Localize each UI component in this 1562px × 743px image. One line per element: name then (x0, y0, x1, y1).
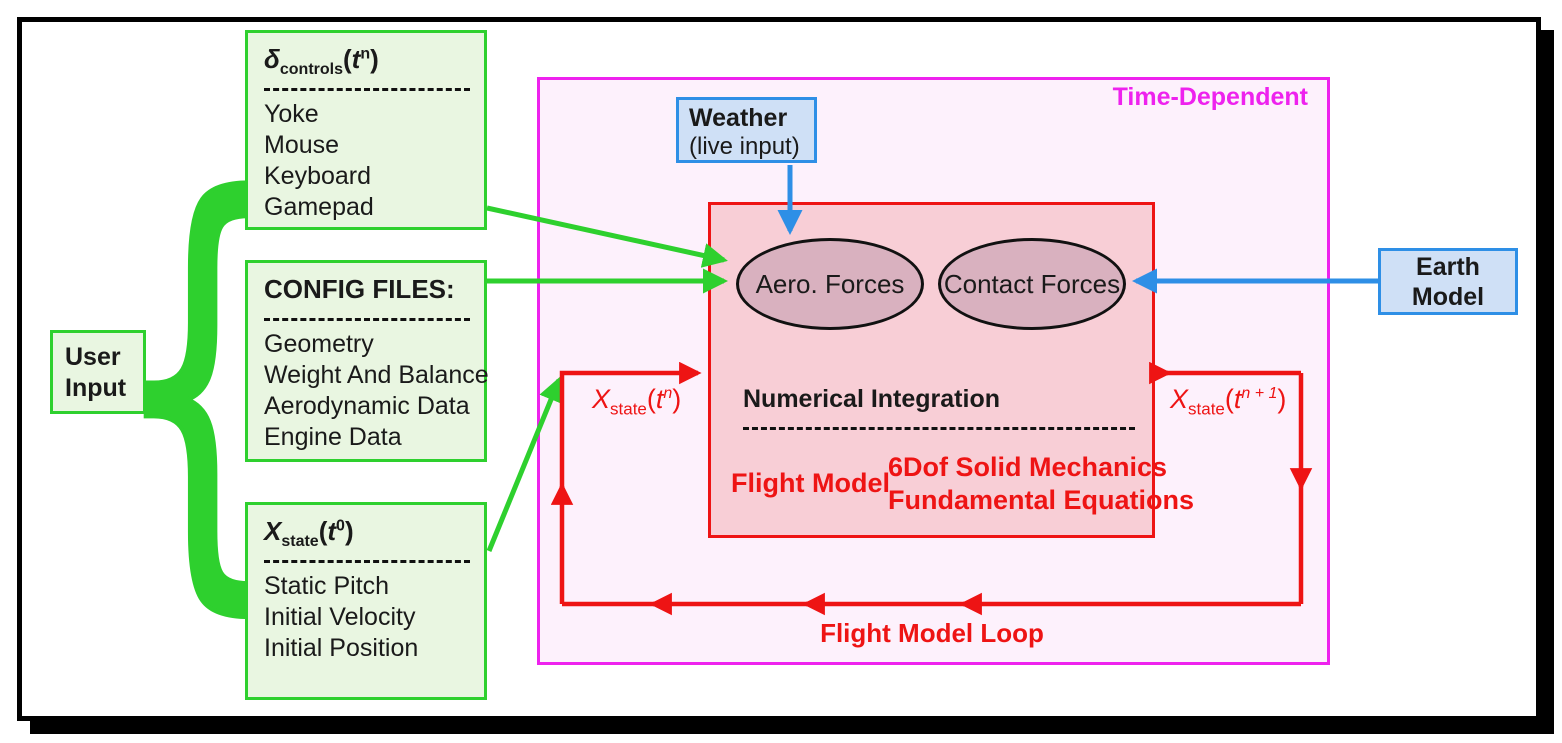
numerical-integration-heading: Numerical Integration (743, 385, 1000, 413)
math-symbol: X (264, 516, 282, 546)
list-item: Yoke (264, 100, 319, 128)
paren: ( (343, 44, 352, 74)
math-subscript: state (1188, 399, 1225, 419)
time-dependent-label: Time-Dependent (1112, 83, 1308, 111)
paren: ( (1224, 384, 1234, 414)
divider (743, 427, 1135, 430)
math-var: t (1233, 384, 1242, 414)
paren: ) (672, 384, 682, 414)
flight-model-label: Flight Model (731, 468, 890, 498)
aero-forces-label: Aero. Forces (755, 268, 905, 299)
aero-forces-ellipse: Aero. Forces (736, 238, 924, 330)
divider (264, 560, 470, 563)
config-files-box: CONFIG FILES: Geometry Weight And Balanc… (245, 260, 489, 462)
list-item: Weight And Balance (264, 361, 489, 389)
divider (264, 318, 470, 321)
math-superscript: n + 1 (1241, 385, 1278, 402)
math-var: t (327, 516, 337, 546)
earth-model-label: Earth Model (1411, 252, 1485, 311)
list-item: Mouse (264, 131, 340, 159)
paren: ( (646, 384, 656, 414)
six-dof-label: 6Dof Solid Mechanics Fundamental Equatio… (888, 451, 1194, 517)
paren: ) (370, 44, 379, 74)
paren: ) (1277, 384, 1287, 414)
flight-model-box: Aero. Forces Contact Forces Numerical In… (708, 202, 1194, 538)
user-input-box: User Input (50, 330, 146, 414)
contact-forces-label: Contact Forces (943, 268, 1121, 299)
list-item: Initial Velocity (264, 603, 416, 631)
controls-input-box: δcontrols(tn) Yoke Mouse Keyboard Gamepa… (245, 30, 487, 230)
math-subscript: state (610, 399, 647, 419)
weather-subtitle: (live input) (689, 133, 800, 160)
list-item: Geometry (264, 330, 374, 358)
list-item: Static Pitch (264, 572, 390, 600)
controls-box-title: δcontrols(tn) (264, 44, 468, 78)
state-box-title: Xstate(t0) (264, 516, 468, 550)
state-n-label: Xstate(tn) (592, 384, 681, 419)
paren: ( (318, 516, 328, 546)
divider (264, 88, 470, 91)
math-superscript: n (360, 45, 371, 63)
list-item: Engine Data (264, 423, 402, 451)
math-subscript: controls (279, 61, 343, 79)
six-dof-line-1: 6Dof Solid Mechanics (888, 452, 1168, 482)
flight-model-loop-label: Flight Model Loop (820, 618, 1044, 648)
six-dof-line-2: Fundamental Equations (888, 485, 1195, 515)
math-subscript: state (281, 533, 319, 551)
paren: ) (344, 516, 354, 546)
math-superscript: n (663, 385, 673, 402)
list-item: Initial Position (264, 634, 419, 662)
list-item: Gamepad (264, 193, 374, 221)
math-var: t (351, 44, 361, 74)
weather-title: Weather (689, 104, 788, 132)
config-box-title: CONFIG FILES: (264, 274, 455, 304)
math-symbol: X (1170, 384, 1189, 414)
initial-state-box: Xstate(t0) Static Pitch Initial Velocity… (245, 502, 487, 700)
math-symbol: X (592, 384, 611, 414)
list-item: Aerodynamic Data (264, 392, 470, 420)
math-symbol: δ (264, 44, 280, 74)
math-superscript: 0 (336, 517, 345, 535)
list-item: Keyboard (264, 162, 372, 190)
weather-box: Weather (live input) (676, 97, 817, 163)
earth-model-box: Earth Model (1378, 248, 1518, 315)
state-n-plus-1-label: Xstate(tn + 1) (1170, 384, 1286, 419)
contact-forces-ellipse: Contact Forces (938, 238, 1126, 330)
user-input-label: User Input (65, 343, 127, 402)
